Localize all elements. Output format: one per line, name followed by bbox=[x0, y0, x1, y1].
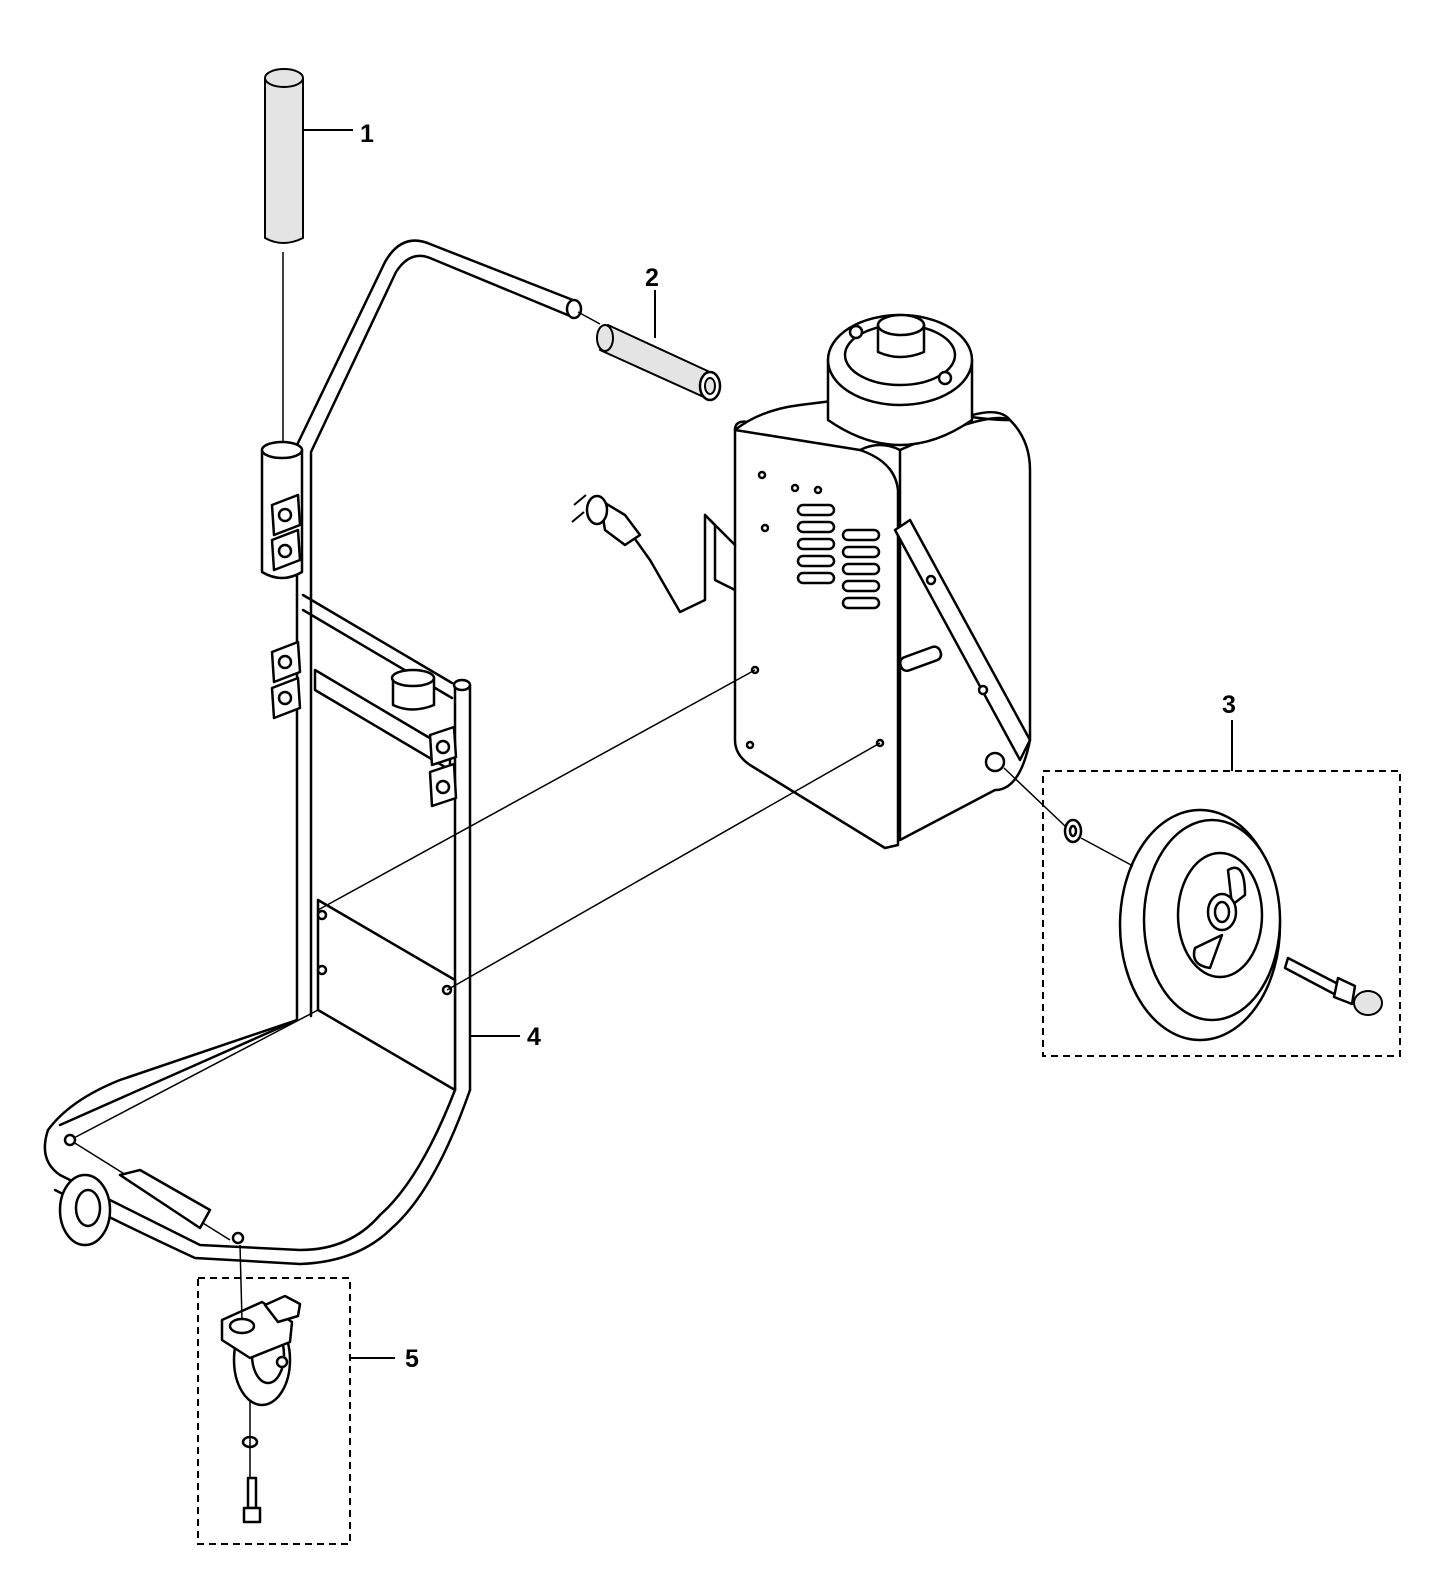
assembly-line-machine-b bbox=[446, 742, 881, 991]
part-1-grip-tube[interactable] bbox=[264, 68, 304, 244]
assembly-line-3a bbox=[1003, 767, 1066, 827]
part-2-grip-sleeve[interactable] bbox=[596, 324, 722, 402]
callout-5[interactable]: 5 bbox=[405, 1345, 419, 1373]
callout-1[interactable]: 1 bbox=[360, 120, 374, 148]
part-5-caster-wheel[interactable] bbox=[220, 1294, 302, 1524]
assembly-line-5 bbox=[239, 1244, 243, 1321]
part-4-trolley-frame[interactable] bbox=[43, 239, 583, 1266]
part-3-kit-box bbox=[1042, 770, 1401, 1057]
part-3-rear-wheel[interactable] bbox=[1063, 808, 1383, 1042]
callout-4[interactable]: 4 bbox=[527, 1023, 541, 1051]
assembly-line-3b bbox=[1080, 837, 1134, 867]
assembly-line-2 bbox=[577, 311, 601, 325]
machine-unit[interactable] bbox=[571, 313, 1032, 850]
callout-3[interactable]: 3 bbox=[1222, 691, 1236, 719]
assembly-line-machine-a bbox=[317, 669, 756, 911]
callout-2[interactable]: 2 bbox=[645, 264, 659, 292]
part-5-kit-box bbox=[197, 1277, 351, 1545]
